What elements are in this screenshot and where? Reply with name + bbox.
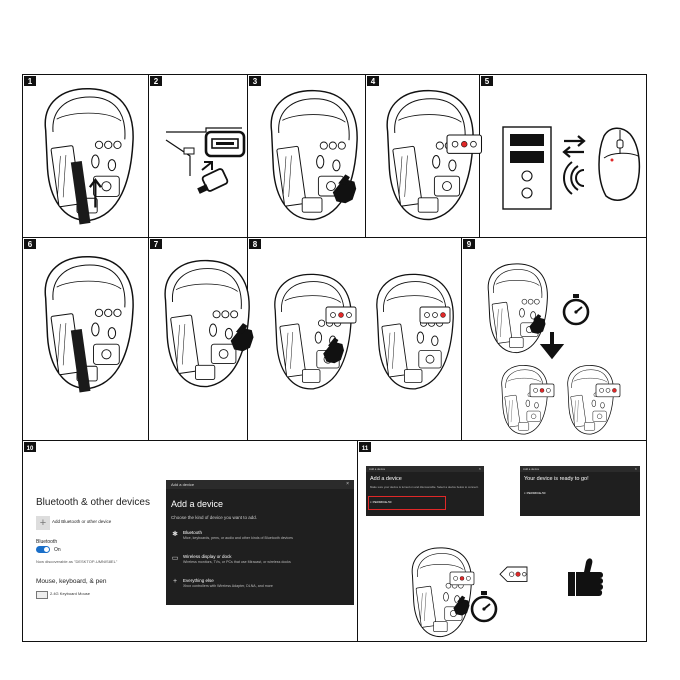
device-ready-dialog: Add a device × Your device is ready to g… <box>520 466 640 516</box>
plus-icon: + <box>36 516 50 530</box>
step-number-2: 2 <box>154 77 159 86</box>
step-8-illustration-a <box>274 273 352 390</box>
step-marker-3 <box>249 76 261 86</box>
step-number-11: 11 <box>362 446 369 452</box>
step-4-led-panel <box>446 134 483 154</box>
mini-bar-title: Add a device <box>523 467 540 471</box>
step-8-led-b <box>419 306 451 324</box>
step-number-3: 3 <box>253 77 258 86</box>
add-device-mini-dialog: Add a device × Add a device Make sure yo… <box>366 466 484 516</box>
mini-titlebar <box>366 466 484 472</box>
keyboard-icon <box>36 591 48 599</box>
bluetooth-settings-panel: Bluetooth & other devices + Add Bluetoot… <box>30 485 170 615</box>
option-desc: Xbox controllers with Wireless Adapter, … <box>183 584 273 588</box>
option-wireless-display[interactable]: ▭ Wireless display or dock Wireless moni… <box>171 554 349 570</box>
option-bluetooth[interactable]: ✱ Bluetooth Mice, keyboards, pens, or au… <box>171 530 349 546</box>
step-4-illustration <box>386 89 474 221</box>
step-marker-9 <box>463 239 475 249</box>
step-8-led-a <box>325 306 357 324</box>
section-title: Mouse, keyboard, & pen <box>36 578 107 585</box>
mini-subtitle: Make sure your device is turned on and d… <box>370 485 479 489</box>
device-item-label: PERIMICE-50 <box>372 500 392 504</box>
step-markers <box>24 76 493 452</box>
device-item[interactable]: ⌽ PERIMICE-50 <box>370 500 391 504</box>
step-11-illustration <box>411 547 603 638</box>
mouse-icon: ⌽ <box>524 491 527 495</box>
step-marker-11 <box>359 442 371 452</box>
step-marker-4 <box>367 76 379 86</box>
device-highlight <box>368 496 446 510</box>
step-2-illustration <box>165 127 246 194</box>
close-icon[interactable]: × <box>478 466 481 471</box>
step-number-7: 7 <box>154 240 159 249</box>
close-icon[interactable]: × <box>346 481 349 487</box>
step-3-illustration <box>270 89 358 221</box>
add-bluetooth-device-button[interactable]: + Add Bluetooth or other device <box>36 515 132 531</box>
add-device-dialog: Add a device × Add a device Choose the k… <box>166 480 354 605</box>
option-everything-else[interactable]: + Everything else Xbox controllers with … <box>171 578 349 594</box>
close-icon[interactable]: × <box>634 466 637 471</box>
option-title: Wireless display or dock <box>183 554 232 559</box>
monitor-icon: ▭ <box>171 555 179 562</box>
dialog-titlebar <box>166 480 354 489</box>
settings-title: Bluetooth & other devices <box>36 497 150 508</box>
step-number-4: 4 <box>371 77 376 86</box>
plus-icon: + <box>172 578 178 585</box>
option-desc: Wireless monitors, TVs, or PCs that use … <box>183 560 291 564</box>
mini-heading: Add a device <box>370 476 402 482</box>
bluetooth-icon: ✱ <box>172 531 178 538</box>
step-8-illustration-b <box>376 273 454 390</box>
bluetooth-label: Bluetooth <box>36 539 58 545</box>
option-desc: Mice, keyboards, pens, or audio and othe… <box>183 536 293 540</box>
step-number-5: 5 <box>485 77 490 86</box>
step-marker-6 <box>24 239 36 249</box>
option-title: Bluetooth <box>183 530 203 535</box>
step-6-illustration <box>44 255 134 393</box>
step-7-illustration <box>164 259 254 388</box>
device-name[interactable]: 2.4G Keyboard Mouse <box>50 591 91 596</box>
device-item-label: PERIMICE-50 <box>526 491 546 495</box>
option-title: Everything else <box>183 578 214 583</box>
toggle-state-label: On <box>54 547 61 553</box>
mini-titlebar <box>520 466 640 472</box>
step-marker-7 <box>150 239 162 249</box>
step-marker-2 <box>150 76 162 86</box>
step-number-9: 9 <box>467 240 472 249</box>
mouse-icon: ⌽ <box>370 500 373 504</box>
panel-grid <box>22 74 647 642</box>
device-item: ⌽ PERIMICE-50 <box>524 491 545 495</box>
dialog-bar-title: Add a device <box>171 482 195 487</box>
step-number-6: 6 <box>28 240 33 249</box>
dialog-subtitle: Choose the kind of device you want to ad… <box>171 515 258 520</box>
step-marker-5 <box>481 76 493 86</box>
dialog-heading: Add a device <box>171 499 224 509</box>
step-number-8: 8 <box>253 240 258 249</box>
step-number-1: 1 <box>28 77 33 86</box>
step-marker-1 <box>24 76 36 86</box>
step-number-10: 10 <box>27 446 34 452</box>
step-marker-10 <box>24 442 36 452</box>
ready-heading: Your device is ready to go! <box>524 476 589 482</box>
step-9-illustration <box>487 263 621 435</box>
step-5-illustration <box>502 126 641 210</box>
step-1-illustration <box>44 87 134 225</box>
step-marker-8 <box>249 239 261 249</box>
discoverable-text: Now discoverable as "DESKTOP-UMNIS8EL" <box>36 559 118 564</box>
bluetooth-toggle[interactable] <box>36 546 50 553</box>
add-device-label: Add Bluetooth or other device <box>52 519 112 524</box>
mini-bar-title: Add a device <box>369 467 386 471</box>
thumbs-up-icon <box>568 558 603 596</box>
